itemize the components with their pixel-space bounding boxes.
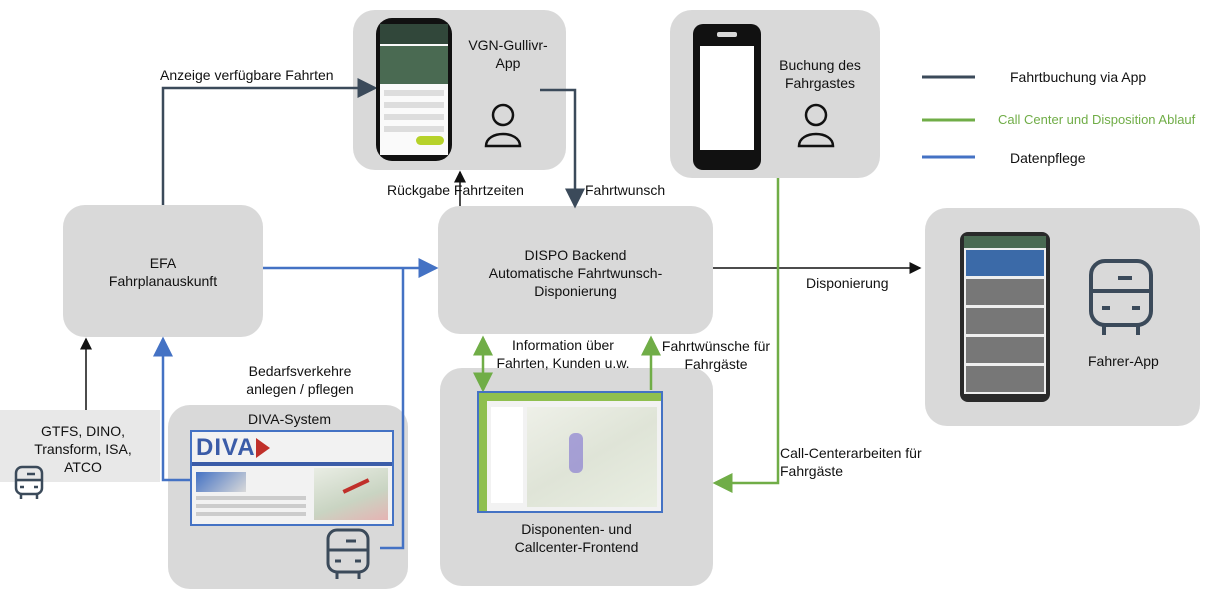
- buchung-title: Buchung des Fahrgastes: [779, 57, 861, 91]
- bus-icon: [14, 465, 44, 499]
- fahrer-title: Fahrer-App: [1088, 353, 1159, 369]
- bus-icon: [326, 528, 370, 579]
- edge-anzeige-label: Anzeige verfügbare Fahrten: [160, 67, 334, 83]
- efa-title: EFA Fahrplanauskunft: [108, 255, 218, 289]
- edge-bedarf-label: Bedarfsverkehre anlegen / pflegen: [246, 363, 354, 397]
- edge-information-label: Information über Fahrten, Kunden u.w.: [496, 337, 630, 371]
- bus-icon: [1089, 259, 1153, 335]
- person-icon: [484, 103, 522, 148]
- person-icon: [797, 103, 835, 148]
- diva-title: DIVA-System: [248, 411, 331, 427]
- diva-logo: DIVA: [196, 434, 256, 461]
- diva-screenshot: DIVA: [190, 430, 394, 526]
- edge-fahrtwuensche-label: Fahrtwünsche für Fahrgäste: [661, 338, 771, 372]
- gulliver-phone-screenshot: [376, 18, 452, 161]
- edge-fahrtwunsch-label: Fahrtwunsch: [585, 182, 666, 198]
- frontend-screenshot: [477, 391, 663, 513]
- frontend-title: Disponenten- und Callcenter-Frontend: [514, 521, 639, 555]
- edge-callcenter-label: Call-Centerarbeiten für Fahrgäste: [780, 445, 922, 479]
- efa-node: [63, 205, 263, 337]
- edge-rueckgabe-label: Rückgabe Fahrtzeiten: [387, 182, 524, 198]
- dispo-title: DISPO Backend Automatische Fahrtwunsch- …: [488, 247, 663, 299]
- dispo-node: [438, 206, 713, 334]
- legend-callcenter-label: Call Center und Disposition Ablauf: [998, 112, 1196, 127]
- legend-data-label: Datenpflege: [1010, 150, 1086, 166]
- gtfs-label: GTFS, DINO, Transform, ISA, ATCO: [34, 423, 132, 475]
- fahrer-phone-screenshot: [960, 232, 1050, 402]
- phone-icon: [693, 24, 761, 170]
- gtfs-node: [0, 410, 160, 482]
- gulliver-title: VGN-Gullivr- App: [468, 37, 548, 71]
- edge-disponierung-label: Disponierung: [806, 275, 889, 291]
- legend-app-label: Fahrtbuchung via App: [1010, 69, 1147, 85]
